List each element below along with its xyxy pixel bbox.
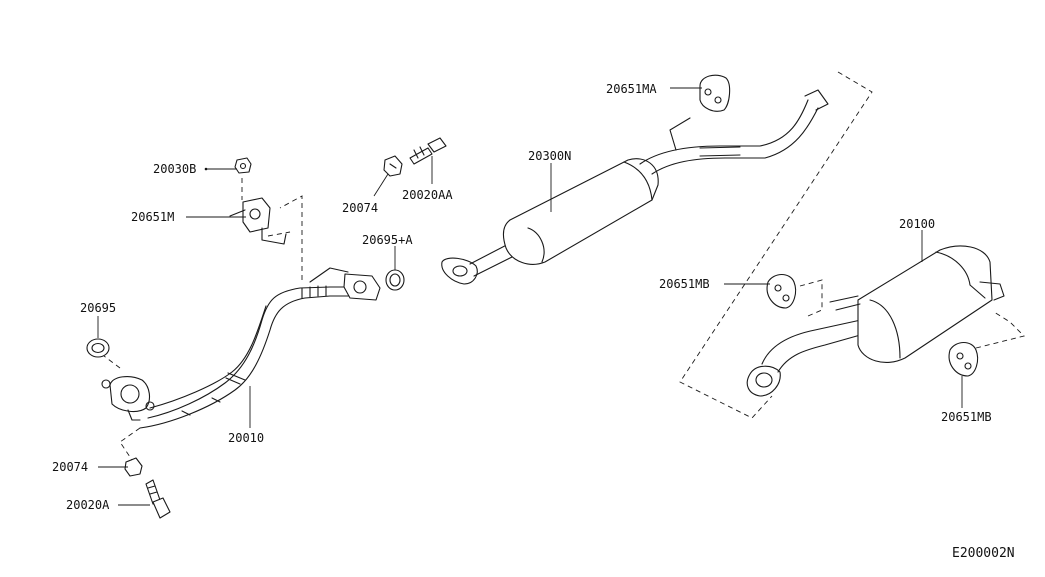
gasket-20695 [86, 338, 110, 358]
label-20651mb-left: 20651MB [659, 277, 770, 291]
part-number-20074-bottom: 20074 [52, 460, 88, 474]
main-muffler [746, 245, 1005, 397]
part-number-20020a: 20020A [66, 498, 110, 512]
part-number-20695: 20695 [80, 301, 116, 315]
part-number-20651mb-left: 20651MB [659, 277, 710, 291]
front-exhaust-tube [101, 267, 381, 429]
label-20651ma: 20651MA [606, 82, 702, 96]
mounting-rubber-20651m [229, 197, 287, 245]
label-20695-a: 20695+A [362, 233, 413, 270]
part-number-20695-a: 20695+A [362, 233, 413, 247]
part-number-20651m: 20651M [131, 210, 174, 224]
label-20020aa: 20020AA [402, 156, 453, 202]
label-20010: 20010 [228, 386, 264, 445]
gasket-20695-a [385, 269, 405, 291]
part-number-20030b: 20030B [153, 162, 196, 176]
mounting-rubber-20651ma [699, 74, 731, 112]
part-number-20300n: 20300N [528, 149, 571, 163]
nut-20030b [234, 157, 252, 174]
label-20074-bottom: 20074 [52, 460, 128, 474]
label-20074-top: 20074 [342, 173, 389, 215]
dashed-assembly-lines [103, 71, 1025, 461]
part-number-20651ma: 20651MA [606, 82, 657, 96]
sensor-20074-top [383, 155, 403, 177]
label-20651mb-right: 20651MB [941, 376, 992, 424]
mounting-rubber-20651mb-right [948, 341, 979, 377]
center-muffler-tube [441, 89, 829, 285]
label-20651m: 20651M [131, 210, 246, 224]
oxygen-sensor-20020a [145, 479, 171, 519]
label-20020a: 20020A [66, 498, 150, 512]
part-number-20100: 20100 [899, 217, 935, 231]
oxygen-sensor-20020aa [409, 137, 447, 165]
label-20695: 20695 [80, 301, 116, 338]
part-number-20010: 20010 [228, 431, 264, 445]
label-20300n: 20300N [528, 149, 571, 212]
part-number-20651mb-right: 20651MB [941, 410, 992, 424]
sensor-20074-bottom [124, 457, 143, 477]
label-20100: 20100 [899, 217, 935, 262]
mounting-rubber-20651mb-left [766, 273, 797, 309]
part-number-20074-top: 20074 [342, 201, 378, 215]
part-number-20020aa: 20020AA [402, 188, 453, 202]
diagram-code: E200002N [952, 546, 1015, 561]
label-20030b: 20030B [153, 162, 237, 176]
